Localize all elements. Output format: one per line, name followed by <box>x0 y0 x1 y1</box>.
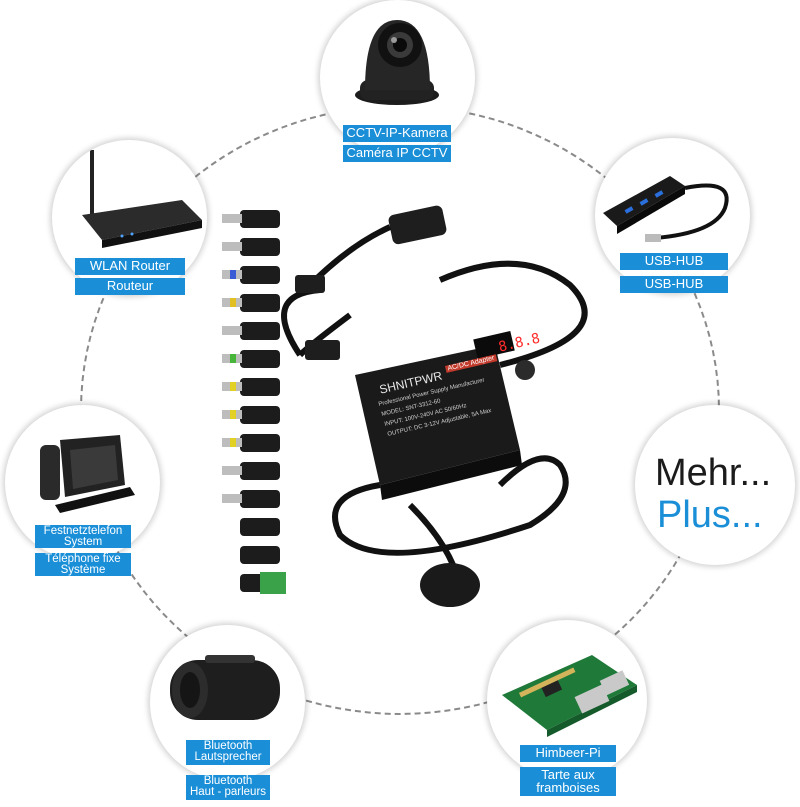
raspberry-label-fr-1: Tarte aux <box>541 767 595 782</box>
phone-label-de: Festnetztelefon System <box>35 525 131 548</box>
speaker-label-de-2: Lautsprecher <box>194 751 262 763</box>
phone-label-fr: Téléphone fixe Système <box>35 553 131 576</box>
raspberry-label-fr: Tarte aux framboises <box>520 767 616 796</box>
phone-bubble <box>5 405 160 560</box>
router-label-fr: Routeur <box>75 278 185 295</box>
phone-label-de-1: Festnetztelefon <box>43 525 123 537</box>
raspberry-bubble <box>487 620 647 780</box>
speaker-label-de: Bluetooth Lautsprecher <box>186 740 270 765</box>
phone-label-fr-1: Téléphone fixe <box>45 553 121 565</box>
speaker-label-fr-1: Bluetooth <box>203 775 253 787</box>
usb-hub-icon <box>603 176 729 242</box>
phone-label-fr-2: Système <box>60 564 106 576</box>
connector-tips <box>222 210 286 594</box>
raspberry-label-de: Himbeer-Pi <box>520 745 616 762</box>
camera-label-de: CCTV-IP-Kamera <box>343 125 451 142</box>
more-text-fr: Plus... <box>657 494 763 536</box>
speaker-label-de-1: Bluetooth <box>203 740 253 752</box>
router-icon <box>82 150 202 248</box>
camera-icon <box>355 20 439 105</box>
more-text-de: Mehr... <box>655 452 772 494</box>
phone-label-de-2: System <box>63 536 103 548</box>
raspberry-label-fr-2: framboises <box>536 780 600 795</box>
speaker-icon <box>170 655 280 720</box>
usbhub-label-1: USB-HUB <box>620 253 728 270</box>
raspberry-pi-icon <box>502 655 637 737</box>
desk-phone-icon <box>40 435 135 513</box>
camera-label-fr: Caméra IP CCTV <box>343 145 451 162</box>
power-adapter <box>281 205 588 607</box>
usbhub-label-2: USB-HUB <box>620 276 728 293</box>
router-label-de: WLAN Router <box>75 258 185 275</box>
speaker-label-fr-2: Haut - parleurs <box>189 786 267 798</box>
speaker-label-fr: Bluetooth Haut - parleurs <box>186 775 270 800</box>
speaker-bubble <box>150 625 305 780</box>
more-bubble <box>635 405 795 565</box>
